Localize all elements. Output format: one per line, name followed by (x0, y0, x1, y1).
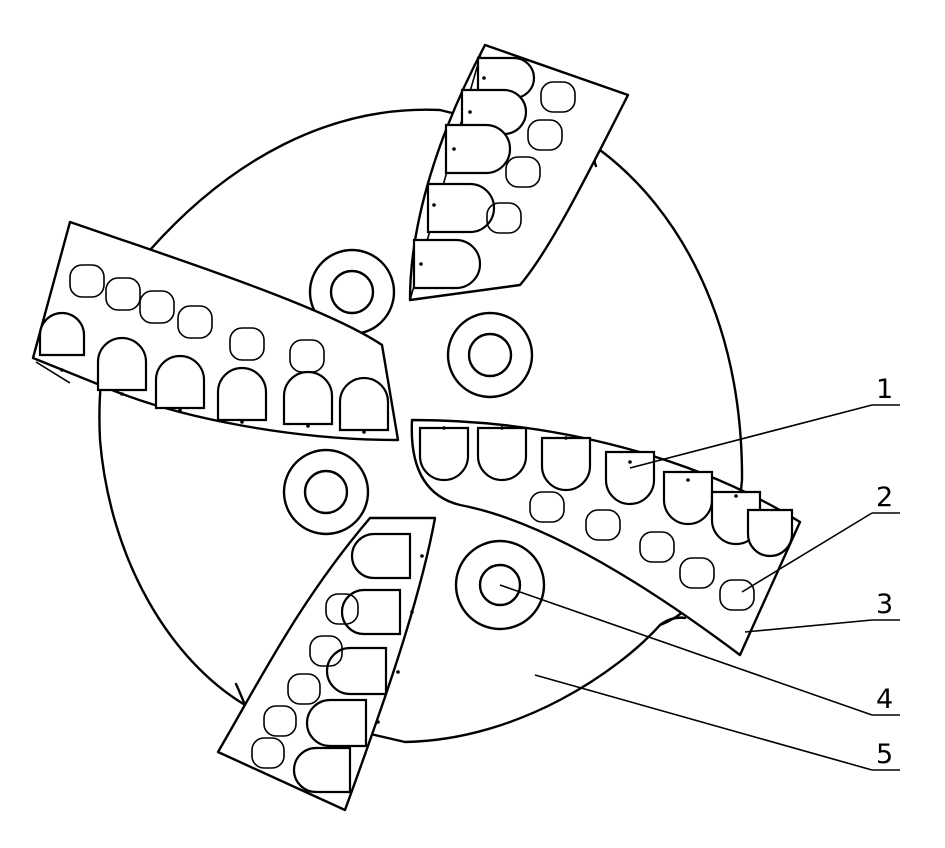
callout-5: 5 (535, 675, 900, 770)
callout-label-4: 4 (876, 684, 893, 715)
callout-label-1: 1 (876, 374, 893, 405)
callout-label-3: 3 (876, 589, 893, 620)
callout-3: 3 (745, 589, 900, 632)
callout-label-5: 5 (876, 739, 893, 770)
callout-label-2: 2 (876, 482, 893, 513)
